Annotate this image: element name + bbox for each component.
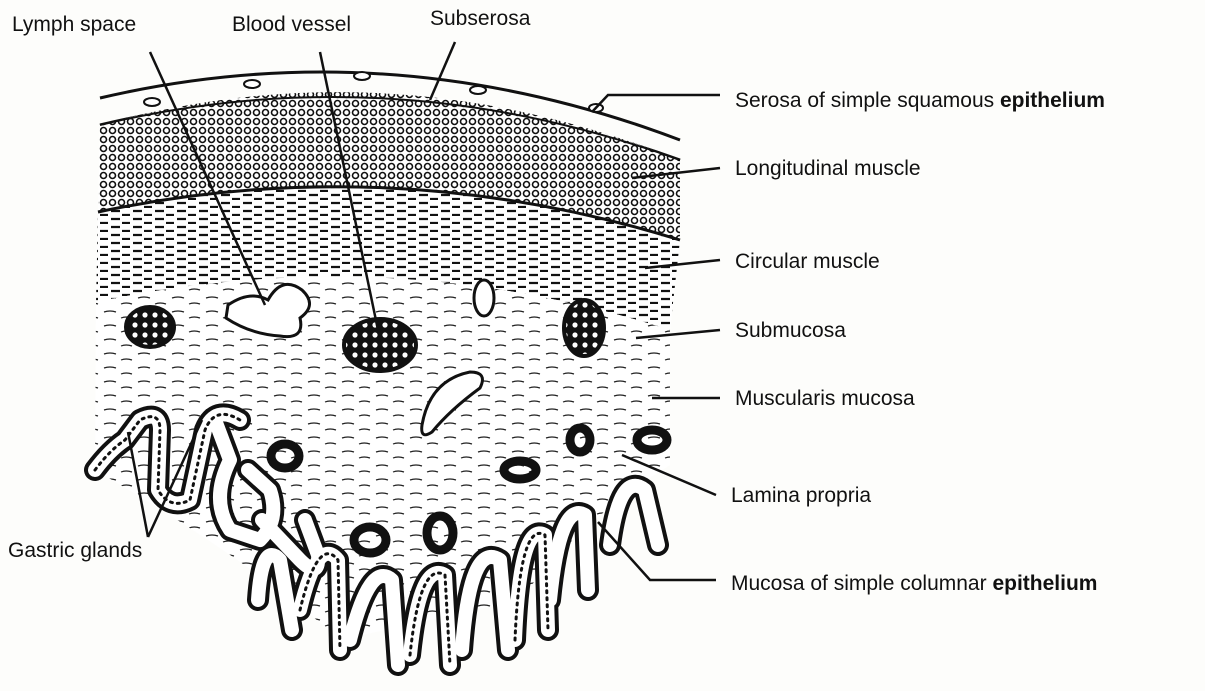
label-lamina-propria: Lamina propria bbox=[731, 485, 871, 506]
label-serosa: Serosa of simple squamous epithelium bbox=[735, 90, 1105, 111]
label-gastric-glands: Gastric glands bbox=[8, 540, 142, 561]
label-lymph-space: Lymph space bbox=[12, 14, 136, 35]
vessel-right bbox=[564, 300, 604, 356]
label-mucosa-text: Mucosa of simple columnar bbox=[731, 572, 992, 595]
label-mucosa-bold: epithelium bbox=[992, 572, 1097, 595]
label-subserosa: Subserosa bbox=[430, 8, 530, 29]
blood-vessel bbox=[344, 319, 416, 371]
label-circular-muscle: Circular muscle bbox=[735, 251, 880, 272]
label-blood-vessel: Blood vessel bbox=[232, 14, 351, 35]
label-serosa-bold: epithelium bbox=[1000, 89, 1105, 112]
label-mucosa: Mucosa of simple columnar epithelium bbox=[731, 573, 1097, 594]
label-longitudinal-muscle: Longitudinal muscle bbox=[735, 158, 921, 179]
vessel-left bbox=[126, 307, 174, 347]
label-submucosa: Submucosa bbox=[735, 320, 846, 341]
label-serosa-text: Serosa of simple squamous bbox=[735, 89, 1000, 112]
small-vessel bbox=[474, 280, 494, 316]
label-muscularis-mucosa: Muscularis mucosa bbox=[735, 388, 915, 409]
